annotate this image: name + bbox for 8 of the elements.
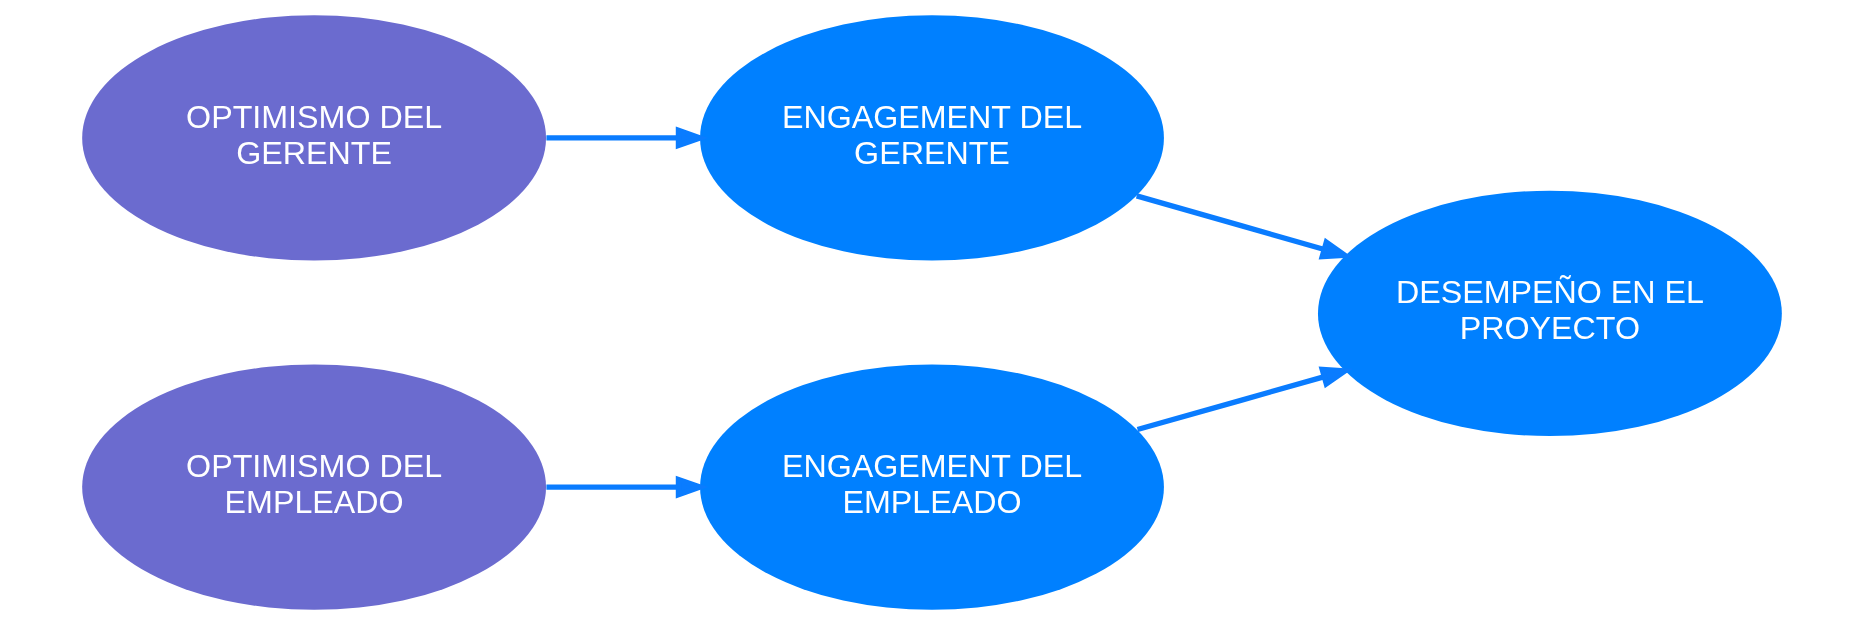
node-ellipse: ENGAGEMENT DEL GERENTE bbox=[700, 15, 1164, 261]
node-ellipse: ENGAGEMENT DEL EMPLEADO bbox=[700, 364, 1164, 610]
node-ellipse: OPTIMISMO DEL GERENTE bbox=[82, 15, 547, 261]
arrow bbox=[1136, 366, 1353, 433]
arrow bbox=[546, 126, 709, 150]
arrow bbox=[1135, 193, 1353, 260]
node-ellipse: OPTIMISMO DEL EMPLEADO bbox=[82, 364, 547, 610]
arrow bbox=[546, 475, 709, 499]
